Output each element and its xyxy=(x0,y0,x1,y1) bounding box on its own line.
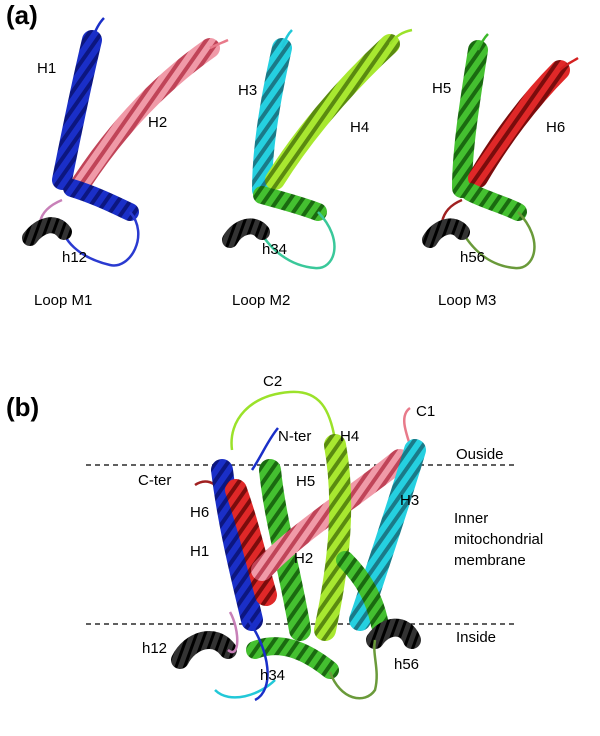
connector-helix-m2 xyxy=(253,186,327,221)
h12-b-coil xyxy=(227,611,239,654)
label-h6: H6 xyxy=(546,119,565,136)
helix-h1-ribbon xyxy=(52,30,102,190)
label-h1: H1 xyxy=(37,60,56,77)
loop-m1-structure xyxy=(22,17,229,267)
label-h12: h12 xyxy=(62,249,87,266)
label-h4: H4 xyxy=(350,119,369,136)
loop-m3-coil-red xyxy=(440,198,463,223)
short-helix-h56-ribbon xyxy=(422,218,470,248)
label-c1: C1 xyxy=(416,403,435,420)
label-loop-m2: Loop M2 xyxy=(232,292,290,309)
helix-h2-b xyxy=(251,449,411,581)
carrier-structure xyxy=(171,390,426,702)
label-h34-b: h34 xyxy=(260,667,285,684)
region-membrane-line3: membrane xyxy=(454,552,526,569)
helix-h5-tail xyxy=(476,33,489,51)
helix-h4-ribbon xyxy=(265,34,400,190)
region-outside-label: Ouside xyxy=(456,446,504,463)
h34-b-coil xyxy=(214,679,276,699)
panel-b-label: (b) xyxy=(6,392,39,422)
panel-a-label: (a) xyxy=(6,0,38,30)
region-inside-label: Inside xyxy=(456,629,496,646)
helix-h6-b xyxy=(225,479,277,606)
short-helix-h12-ribbon xyxy=(22,217,72,246)
label-h12-b: h12 xyxy=(142,640,167,657)
helix-h2-ribbon xyxy=(72,38,220,192)
region-membrane-line2: mitochondrial xyxy=(454,531,543,548)
label-c2: C2 xyxy=(263,373,282,390)
loop-m3-structure xyxy=(422,33,579,270)
helix-h6-ribbon xyxy=(468,60,570,188)
helix-green-mid xyxy=(336,551,389,634)
loop-m2-coil xyxy=(256,211,336,270)
label-loop-m1: Loop M1 xyxy=(34,292,92,309)
loop-m1-b-coil xyxy=(246,619,269,702)
label-h5-b: H5 xyxy=(296,473,315,490)
label-loop-m3: Loop M3 xyxy=(438,292,496,309)
h56-b-coil xyxy=(328,639,378,700)
short-helix-h34-ribbon xyxy=(222,218,270,248)
loop-m2-structure xyxy=(222,28,413,270)
helix-h3-ribbon xyxy=(252,38,292,200)
h12-b-ribbon xyxy=(171,631,237,669)
connector-helix-m3 xyxy=(461,183,527,221)
helix-h4-b xyxy=(314,434,352,641)
connector-helix-m1 xyxy=(63,179,139,221)
label-h5: H5 xyxy=(432,80,451,97)
helix-h3-tail xyxy=(280,29,293,49)
label-h2: H2 xyxy=(148,114,167,131)
helix-h2-tail xyxy=(209,38,229,50)
label-h1-b: H1 xyxy=(190,543,209,560)
label-c-ter: C-ter xyxy=(138,472,171,489)
label-h4-b: H4 xyxy=(340,428,359,445)
c2-loop xyxy=(230,390,337,451)
helix-h1-b xyxy=(211,459,263,631)
h56-b-ribbon xyxy=(366,618,421,649)
helix-h1-tail xyxy=(90,17,105,41)
label-h56: h56 xyxy=(460,249,485,266)
helix-h6-tail xyxy=(559,56,579,71)
region-membrane-line1: Inner xyxy=(454,510,488,527)
label-h2-b: H2 xyxy=(294,550,313,567)
label-h56-b: h56 xyxy=(394,656,419,673)
label-h34: h34 xyxy=(262,241,287,258)
label-h3: H3 xyxy=(238,82,257,99)
label-h3-b: H3 xyxy=(400,492,419,509)
label-n-ter: N-ter xyxy=(278,428,311,445)
helix-h5-ribbon xyxy=(452,40,488,198)
loop-m3-coil xyxy=(458,211,536,270)
helix-h4-tail xyxy=(389,28,413,45)
label-h6-b: H6 xyxy=(190,504,209,521)
n-ter-coil xyxy=(250,427,279,471)
c1-coil xyxy=(403,406,412,446)
